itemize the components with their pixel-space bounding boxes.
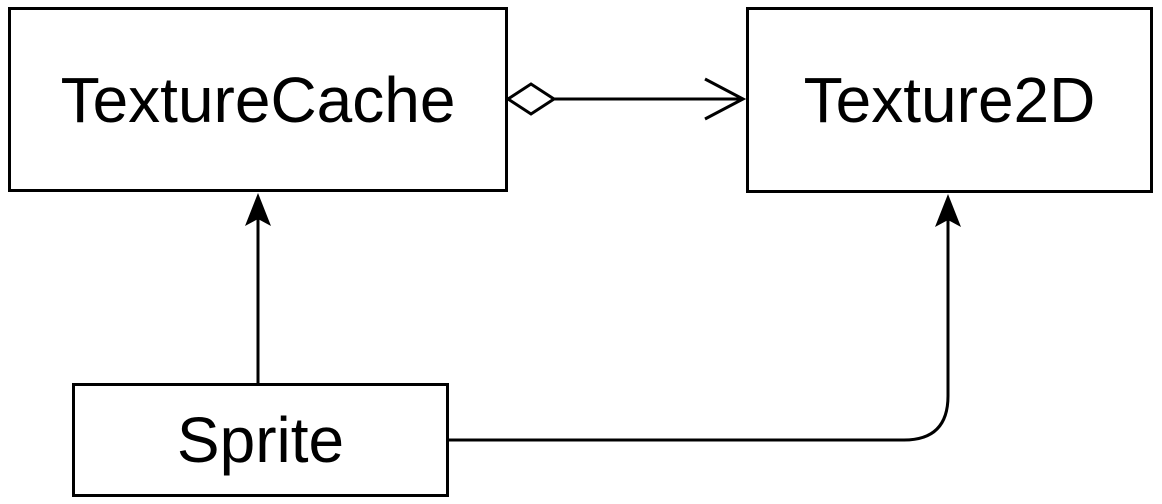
class-node-texturecache: TextureCache	[8, 7, 508, 192]
class-node-label: Texture2D	[803, 64, 1096, 136]
class-node-label: Sprite	[176, 404, 345, 476]
class-node-texture2d: Texture2D	[746, 7, 1153, 193]
edge-texturecache-texture2d-aggregation	[505, 77, 747, 121]
class-node-label: TextureCache	[60, 63, 456, 136]
filled-arrowhead-icon	[245, 193, 271, 226]
association-line	[449, 220, 950, 442]
class-node-sprite: Sprite	[72, 383, 449, 497]
open-arrowhead-icon	[704, 77, 747, 121]
edge-sprite-texturecache	[245, 193, 271, 383]
hollow-diamond-icon	[505, 82, 557, 116]
filled-arrowhead-icon	[935, 194, 961, 227]
edge-sprite-texture2d	[449, 194, 961, 442]
